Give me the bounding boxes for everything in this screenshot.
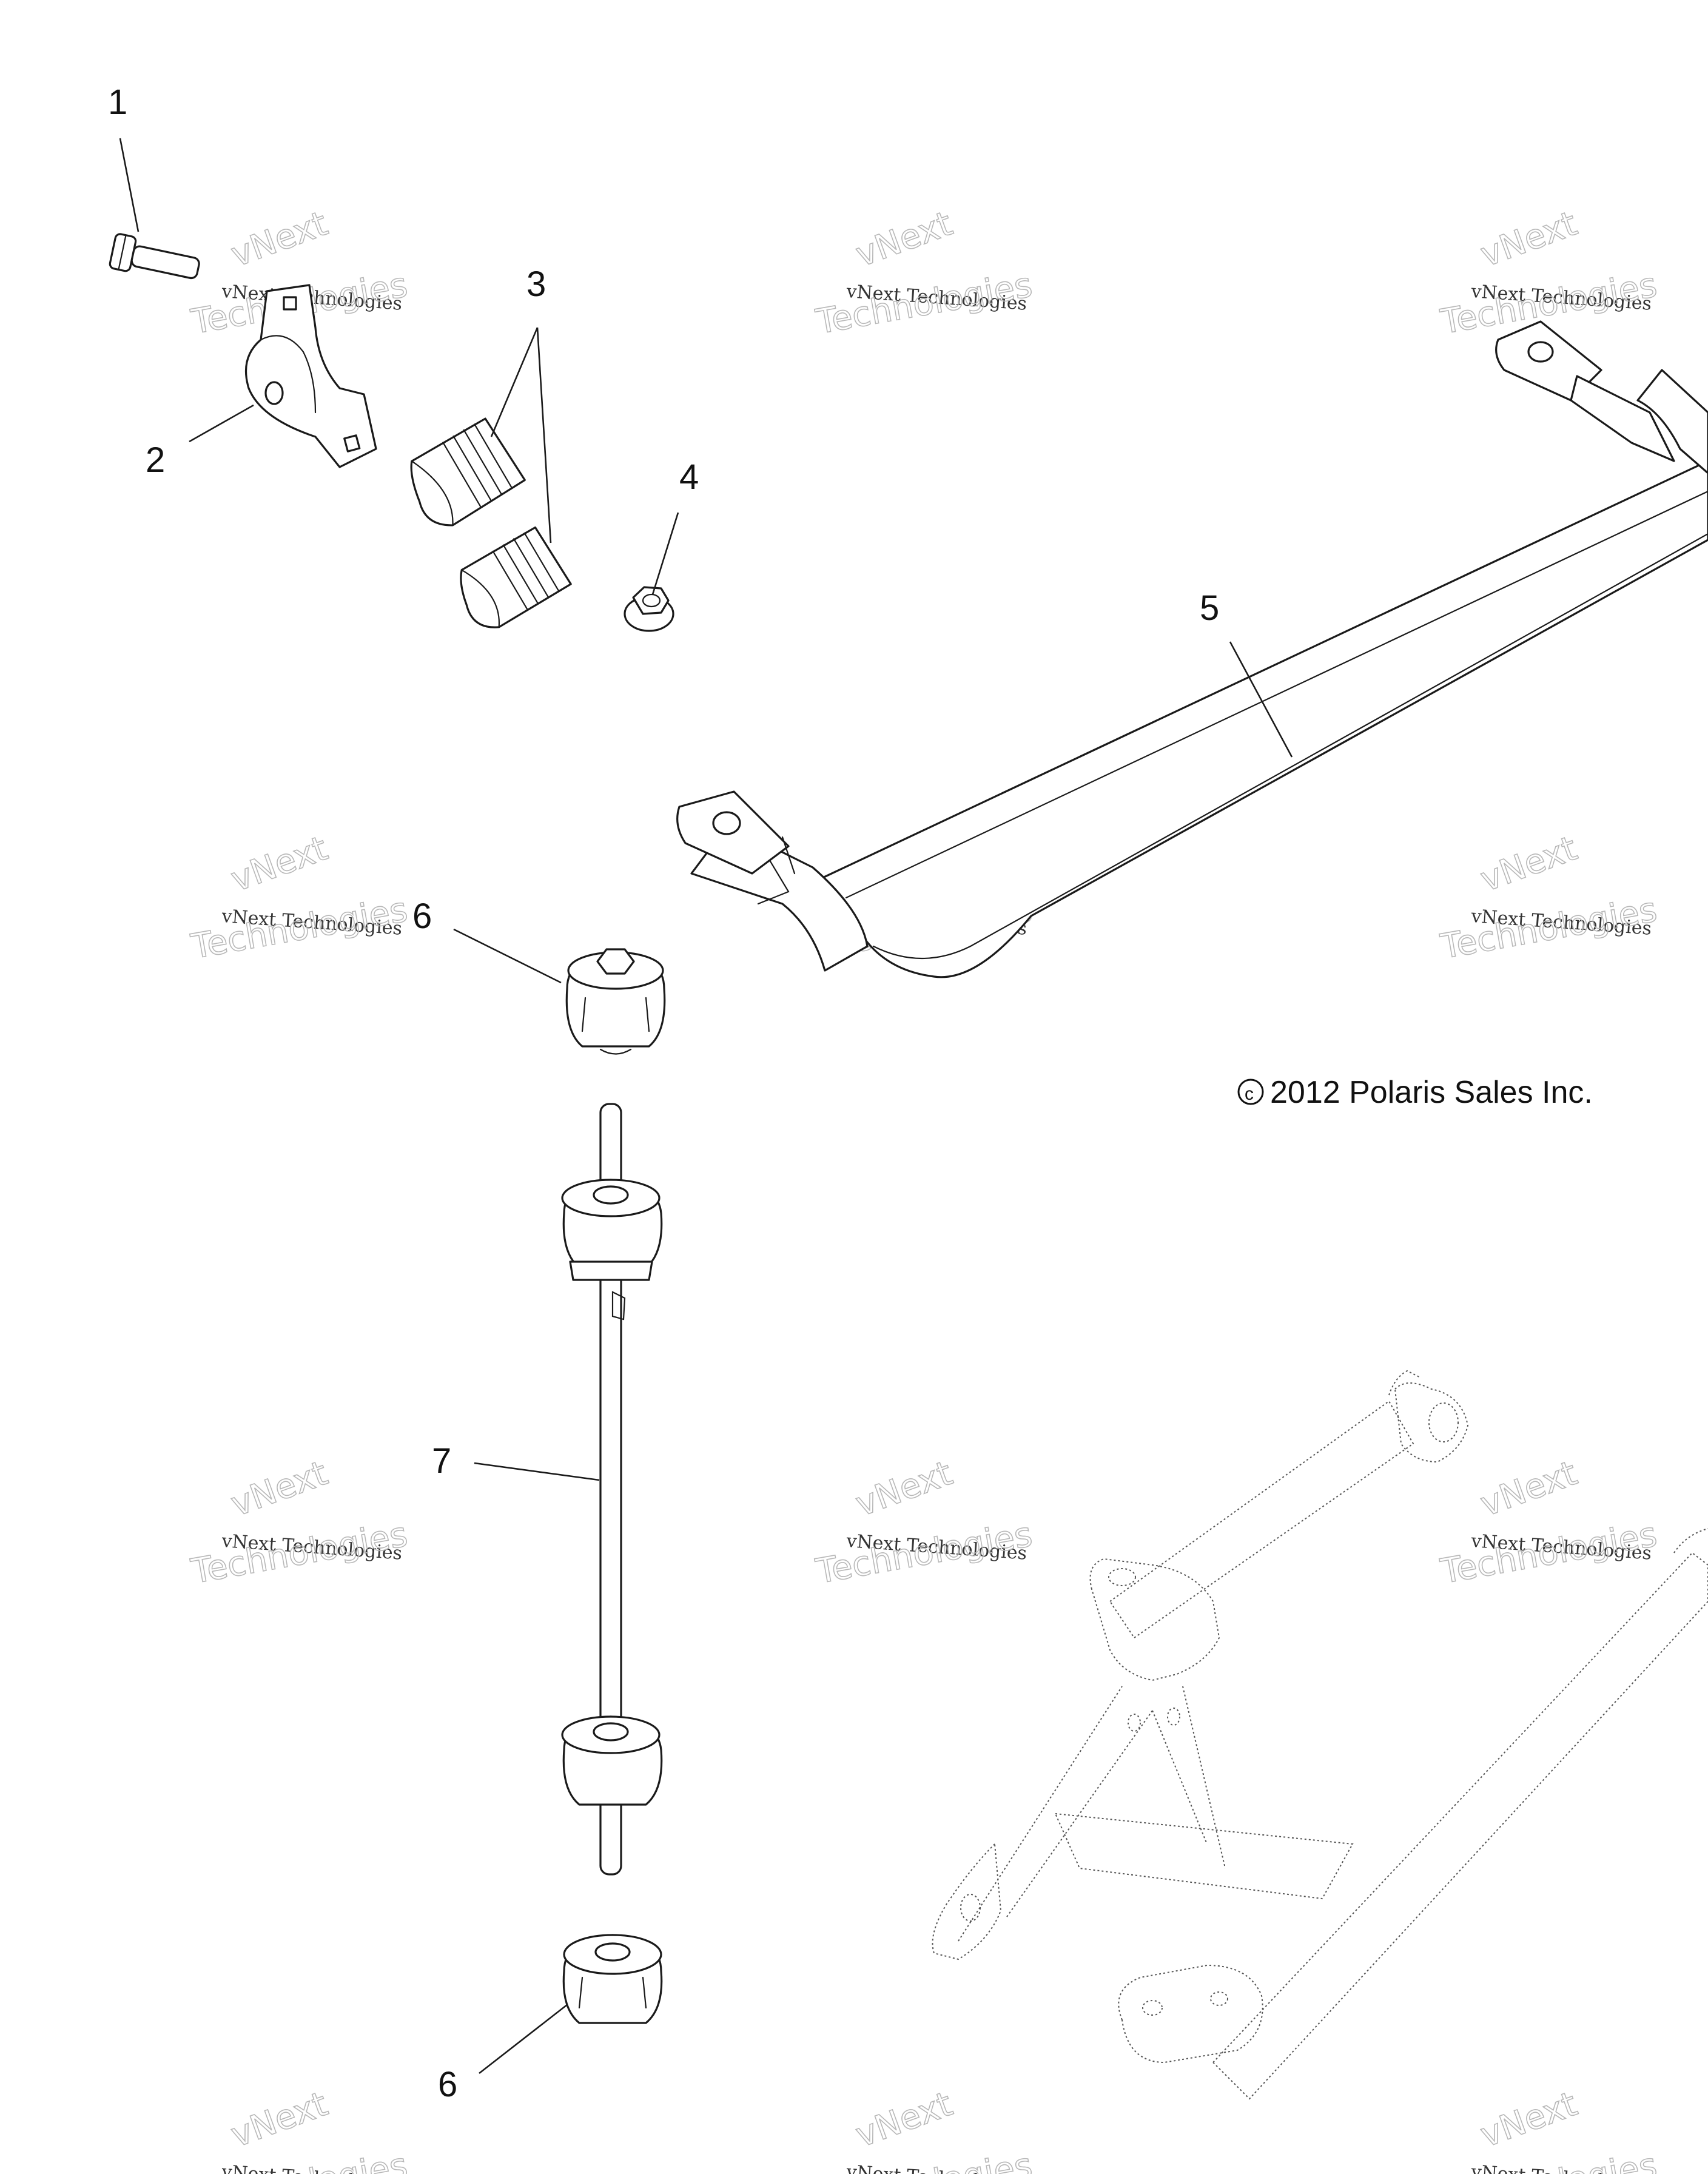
callout-5: 5	[1200, 588, 1219, 628]
part-4-flange-nut[interactable]	[624, 586, 674, 632]
copyright-text: 2012 Polaris Sales Inc.	[1270, 1075, 1593, 1110]
watermark-line3: Technologies	[813, 265, 1035, 342]
watermark-line3: Technologies	[188, 890, 411, 967]
watermark-line1: vNext	[1476, 829, 1582, 900]
watermark-line1: vNext	[851, 1453, 958, 1524]
callout-6-lower: 6	[438, 2065, 457, 2104]
part-3-bushing-lower[interactable]	[448, 525, 573, 636]
copyright-notice: c 2012 Polaris Sales Inc.	[1237, 1075, 1593, 1110]
watermark-line1: vNext	[851, 204, 958, 275]
watermark-line1: vNext	[226, 829, 333, 900]
part-3-bushing-upper[interactable]	[398, 416, 528, 534]
part-6-bushing-lower[interactable]	[562, 1934, 663, 2024]
watermark-line1: vNext	[226, 204, 333, 275]
trailing-arm-assembly	[932, 1370, 1708, 2100]
leader-lines	[119, 138, 1293, 2075]
watermark-line3: Technologies	[1437, 890, 1660, 967]
part-2-clamp-bracket[interactable]	[244, 284, 377, 468]
watermark-line1: vNext	[851, 2084, 958, 2155]
part-5-stabilizer-bar[interactable]	[676, 320, 1708, 978]
watermark-line1: vNext	[1476, 204, 1582, 275]
copyright-symbol-icon	[1237, 1079, 1264, 1105]
part-7-link-rod[interactable]	[561, 1103, 663, 1876]
callout-2: 2	[146, 440, 165, 480]
watermark-line3: Technologies	[813, 1515, 1035, 1592]
watermark-line1: vNext	[1476, 1453, 1582, 1524]
watermark-line1: vNext	[1476, 2084, 1582, 2155]
callout-1: 1	[108, 82, 127, 122]
watermark-line1: vNext	[226, 2084, 333, 2155]
part-6-bushing-upper[interactable]	[565, 948, 666, 1055]
svg-text:c: c	[1245, 1084, 1254, 1104]
watermark-line3: Technologies	[1437, 1515, 1660, 1592]
callout-4: 4	[679, 457, 699, 497]
part-1-bolt[interactable]	[109, 233, 202, 286]
watermark-line3: Technologies	[188, 1515, 411, 1592]
callout-3: 3	[526, 264, 546, 304]
watermark-line1: vNext	[226, 1453, 333, 1524]
callout-6-upper: 6	[412, 897, 432, 936]
callout-7: 7	[432, 1441, 451, 1481]
